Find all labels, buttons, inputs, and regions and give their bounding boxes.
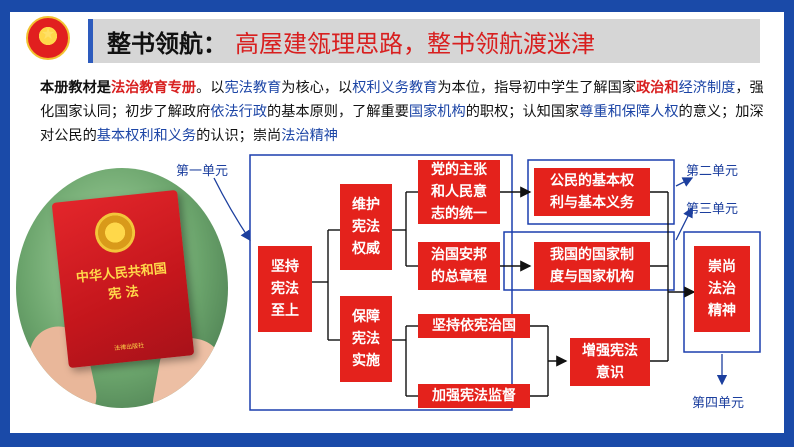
unit3-label: 第三单元 <box>686 202 739 217</box>
intro-segment: 法治精神 <box>281 128 338 144</box>
intro-segment: 尊重和保障人权 <box>579 104 679 120</box>
national-emblem-icon: ★ <box>26 16 70 60</box>
frame-bottom <box>0 433 794 447</box>
node-governance-charter: 治国安邦的总章程 <box>418 242 500 290</box>
intro-segment: 权利义务教育 <box>352 80 438 96</box>
intro-segment: 的意义；加深对公民的 <box>40 104 764 144</box>
frame-right <box>784 0 794 447</box>
node-citizen-rights-duties: 公民的基本权利与基本义务 <box>534 168 650 216</box>
page-title: 整书领航： <box>107 29 227 58</box>
frame-left <box>0 0 10 447</box>
intro-segment: 依法行政 <box>210 104 268 120</box>
node-guarantee-implementation: 保障宪法实施 <box>340 296 392 382</box>
page-subtitle: 高屋建瓴理思路，整书领航渡迷津 <box>235 29 595 58</box>
unit1-label: 第一单元 <box>176 164 229 179</box>
intro-segment: 宪法教育 <box>224 80 282 96</box>
node-rule-of-law-spirit: 崇尚法治精神 <box>694 246 750 332</box>
node-rule-by-constitution: 坚持依宪治国 <box>418 314 530 338</box>
intro-segment: 法治教育专册 <box>110 80 197 96</box>
unit4-label: 第四单元 <box>692 396 745 411</box>
intro-segment: 的基本原则，了解重要 <box>267 104 409 120</box>
title-bar: 整书领航： 高屋建瓴理思路，整书领航渡迷津 <box>88 19 760 63</box>
unit1-box <box>249 154 513 411</box>
intro-segment: 基本权利和义务 <box>96 128 197 144</box>
intro-segment: 为核心，以 <box>281 80 353 96</box>
intro-segment: 经济制度 <box>678 80 736 96</box>
intro-segment: 为本位，指导初中学生了解国家 <box>437 80 636 96</box>
intro-segment: 国家机构 <box>408 104 466 120</box>
constitution-book-photo: 中华人民共和国 宪 法 法律出版社 <box>16 168 228 408</box>
node-constitution-awareness: 增强宪法意识 <box>570 338 650 386</box>
frame-top <box>0 0 794 12</box>
intro-segment: ，强化国家认同；初步了解政府 <box>40 80 764 120</box>
intro-segment: 的认识；崇尚 <box>196 128 282 144</box>
intro-segment: 政治和 <box>635 80 679 96</box>
intro-segment: 。以 <box>196 80 225 96</box>
star-icon: ★ <box>40 24 56 43</box>
node-state-system: 我国的国家制度与国家机构 <box>534 242 650 290</box>
node-party-people-will: 党的主张和人民意志的统一 <box>418 160 500 224</box>
intro-paragraph: 本册教材是法治教育专册。以宪法教育为核心，以权利义务教育为本位，指导初中学生了解… <box>40 76 765 148</box>
node-uphold-constitution: 坚持宪法至上 <box>258 246 312 332</box>
intro-segment: 本册教材是 <box>40 80 111 96</box>
intro-segment: 的职权；认知国家 <box>465 104 580 120</box>
unit2-label: 第二单元 <box>686 164 739 179</box>
unit3-box <box>503 231 675 291</box>
node-strengthen-supervision: 加强宪法监督 <box>418 384 530 408</box>
node-maintain-authority: 维护宪法权威 <box>340 184 392 270</box>
